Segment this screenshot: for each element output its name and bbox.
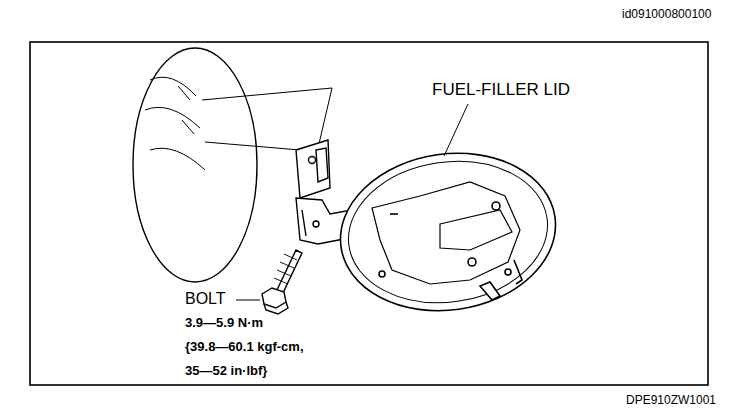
alignment-line <box>205 142 300 150</box>
bolt <box>274 254 297 284</box>
torque-spec: 3.9—5.9 N·m <box>185 316 263 331</box>
drawing-id: id091000800100 <box>622 8 711 22</box>
torque-spec: 35—52 in·lbf} <box>185 364 267 379</box>
leader-line <box>444 104 468 156</box>
leader-line <box>236 104 468 300</box>
filler-opening <box>178 86 194 134</box>
filler-opening <box>145 107 200 128</box>
filler-opening <box>133 48 257 282</box>
fuel-filler-lid <box>330 140 566 325</box>
hinge <box>309 157 316 164</box>
filler-opening <box>133 48 257 282</box>
hinge <box>316 148 328 182</box>
hinge <box>302 210 306 236</box>
frame <box>30 42 708 385</box>
bolt <box>264 302 288 314</box>
fuel-filler-lid <box>372 182 520 284</box>
part-name: FUEL-FILLER LID <box>432 80 570 100</box>
fuel-filler-lid <box>379 271 385 277</box>
drawing-id: DPE910ZW1001 <box>626 394 716 408</box>
hinge <box>296 140 330 198</box>
alignment-line <box>202 88 332 148</box>
fuel-filler-lid <box>330 140 566 325</box>
fuel-filler-lid <box>514 260 522 284</box>
frame <box>30 42 708 385</box>
bolt <box>262 250 302 314</box>
filler-opening <box>150 148 205 170</box>
fuel-filler-lid <box>339 149 557 315</box>
part-name: BOLT <box>185 290 226 308</box>
fuel-filler-lid <box>505 269 511 275</box>
fuel-filler-lid <box>390 213 398 215</box>
filler-opening <box>150 77 196 96</box>
fuel-filler-lid <box>468 258 476 266</box>
torque-spec: {39.8—60.1 kgf-cm, <box>185 340 304 355</box>
bolt <box>262 288 286 308</box>
hinge <box>313 221 319 227</box>
alignment-line <box>202 88 332 150</box>
fuel-filler-lid <box>492 202 500 210</box>
leader-line <box>236 300 260 301</box>
fuel-filler-lid <box>480 282 500 300</box>
fuel-filler-lid <box>440 210 512 250</box>
